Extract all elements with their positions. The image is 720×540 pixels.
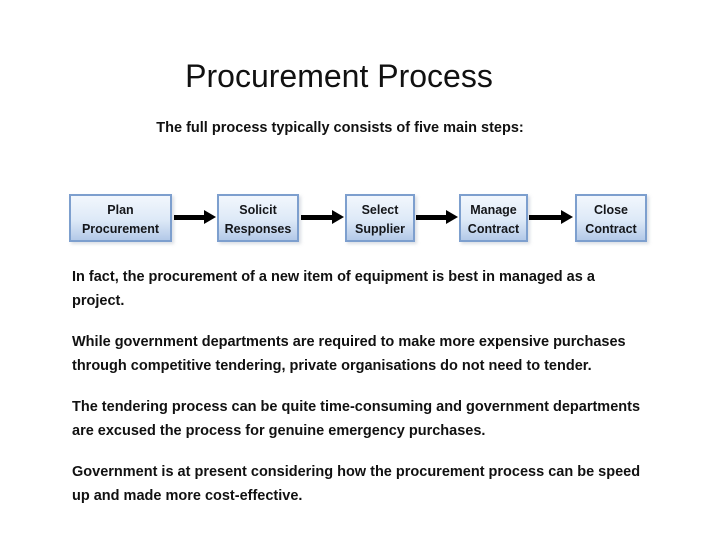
paragraph-line: In fact, the procurement of a new item o… bbox=[72, 269, 595, 285]
paragraph-line: project. bbox=[72, 293, 125, 309]
step-label-line: Close bbox=[593, 203, 629, 217]
paragraph-line: through competitive tendering, private o… bbox=[72, 358, 592, 374]
step-label-line: Select bbox=[361, 203, 399, 217]
paragraph-3: The tendering process can be quite time-… bbox=[72, 395, 712, 443]
step-label-line: Manage bbox=[470, 203, 517, 217]
step-label-line: Supplier bbox=[354, 222, 405, 236]
step-label-line: Solicit bbox=[239, 203, 277, 217]
paragraph-line: are excused the process for genuine emer… bbox=[72, 423, 486, 439]
paragraph-1: In fact, the procurement of a new item o… bbox=[72, 265, 712, 313]
paragraph-4: Government is at present considering how… bbox=[72, 460, 712, 508]
step-label-line: Procurement bbox=[81, 222, 160, 236]
slide-subtitle: The full process typically consists of f… bbox=[156, 120, 524, 136]
process-flow-diagram: Plan Procurement Solicit Responses Selec… bbox=[0, 0, 720, 260]
process-step-select-supplier: Select Supplier bbox=[345, 194, 415, 242]
process-step-solicit-responses: Solicit Responses bbox=[217, 194, 299, 242]
paragraph-2: While government departments are require… bbox=[72, 330, 712, 378]
process-step-plan-procurement: Plan Procurement bbox=[69, 194, 172, 242]
step-label-line: Contract bbox=[467, 222, 520, 236]
flow-arrow-2 bbox=[301, 210, 344, 224]
arrow-head-icon bbox=[204, 210, 216, 224]
process-step-close-contract: Close Contract bbox=[575, 194, 647, 242]
step-label-line: Responses bbox=[224, 222, 292, 236]
paragraph-line: Government is at present considering how… bbox=[72, 464, 641, 480]
process-step-manage-contract: Manage Contract bbox=[459, 194, 528, 242]
arrow-head-icon bbox=[332, 210, 344, 224]
flow-arrow-3 bbox=[416, 210, 458, 224]
flow-arrow-4 bbox=[529, 210, 573, 224]
paragraph-line: The tendering process can be quite time-… bbox=[72, 399, 641, 415]
step-label-line: Plan bbox=[107, 203, 134, 217]
paragraph-line: While government departments are require… bbox=[72, 334, 626, 350]
arrow-head-icon bbox=[446, 210, 458, 224]
slide-title: Procurement Process bbox=[185, 58, 493, 94]
arrow-shaft bbox=[529, 214, 563, 220]
step-label-line: Contract bbox=[585, 222, 637, 236]
paragraph-line: up and made more cost-effective. bbox=[72, 488, 303, 504]
arrow-shaft bbox=[416, 214, 448, 220]
flow-arrow-1 bbox=[174, 210, 216, 224]
arrow-shaft bbox=[174, 214, 206, 220]
arrow-shaft bbox=[301, 214, 334, 220]
body-text: In fact, the procurement of a new item o… bbox=[72, 265, 712, 525]
arrow-head-icon bbox=[561, 210, 573, 224]
